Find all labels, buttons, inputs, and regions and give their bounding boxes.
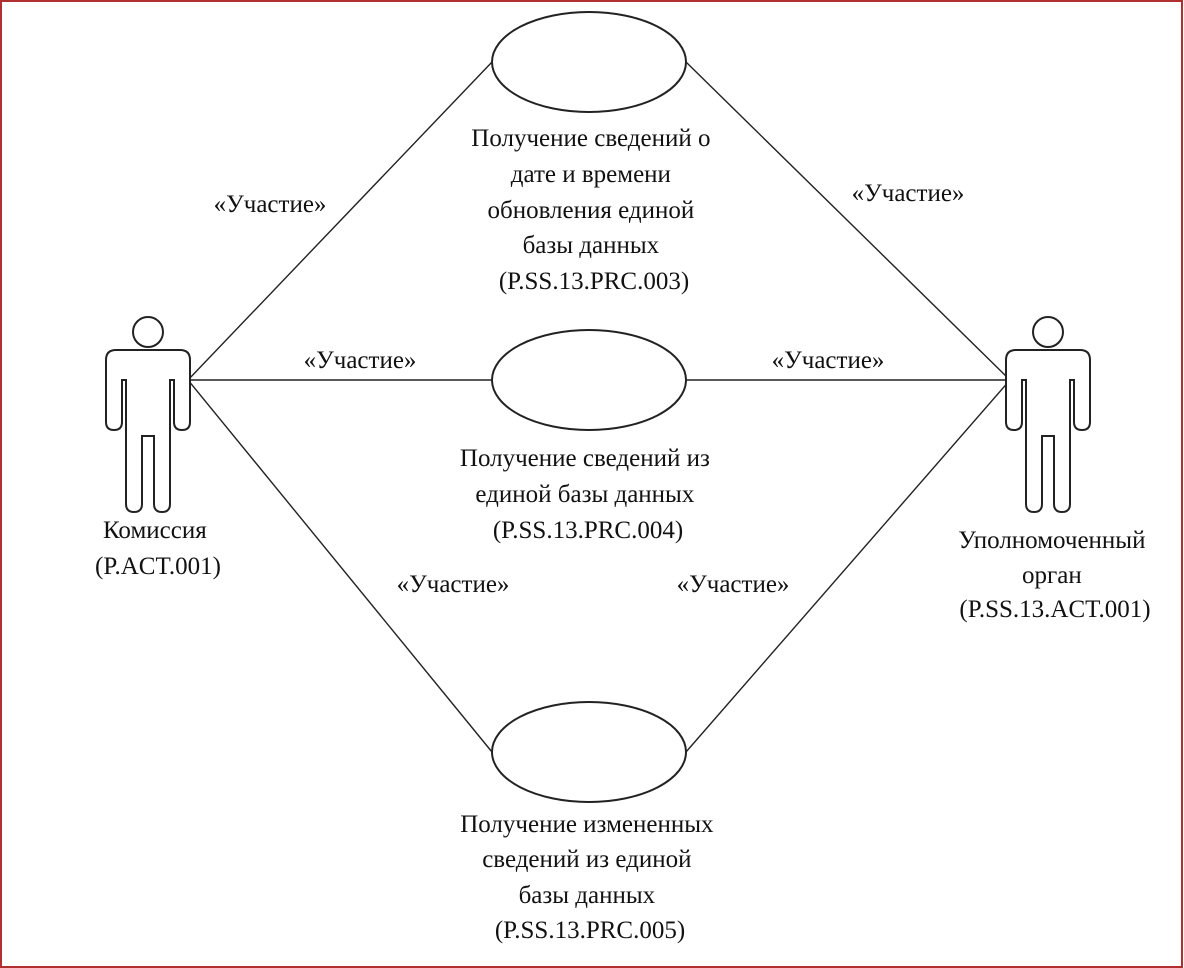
actor-head-icon (132, 316, 164, 348)
actor-commission-figure[interactable] (105, 316, 191, 514)
association-label-commission-005: «Участие» (397, 571, 510, 598)
actor-body-icon (105, 349, 191, 514)
association-label-authority-004: «Участие» (772, 347, 885, 374)
use-case-name-005: Получение измененных сведений из единой … (460, 811, 720, 944)
use-case-ellipse-003[interactable] (491, 11, 687, 113)
association-label-authority-005: «Участие» (677, 571, 790, 598)
association-line-commission-003 (187, 61, 493, 381)
association-line-authority-005 (685, 379, 1011, 753)
association-line-commission-005 (187, 379, 493, 753)
association-label-commission-003: «Участие» (214, 191, 327, 218)
actor-head-icon (1032, 316, 1064, 348)
actor-body-icon (1005, 349, 1091, 514)
association-line-authority-003 (685, 61, 1011, 381)
use-case-ellipse-004[interactable] (491, 329, 687, 431)
actor-authority-figure[interactable] (1005, 316, 1091, 514)
use-case-ellipse-005[interactable] (491, 701, 687, 803)
use-case-name-003: Получение сведений о дате и времени обно… (471, 125, 716, 295)
actor-name-commission: Комиссия (P.ACT.001) (95, 517, 221, 580)
association-label-commission-004: «Участие» (304, 347, 417, 374)
actor-name-authority: Уполномоченный орган (P.SS.13.ACT.001) (958, 527, 1151, 623)
association-label-authority-003: «Участие» (852, 180, 965, 207)
association-lines (187, 61, 1011, 753)
use-case-name-004: Получение сведений из единой базы данных… (460, 445, 716, 544)
